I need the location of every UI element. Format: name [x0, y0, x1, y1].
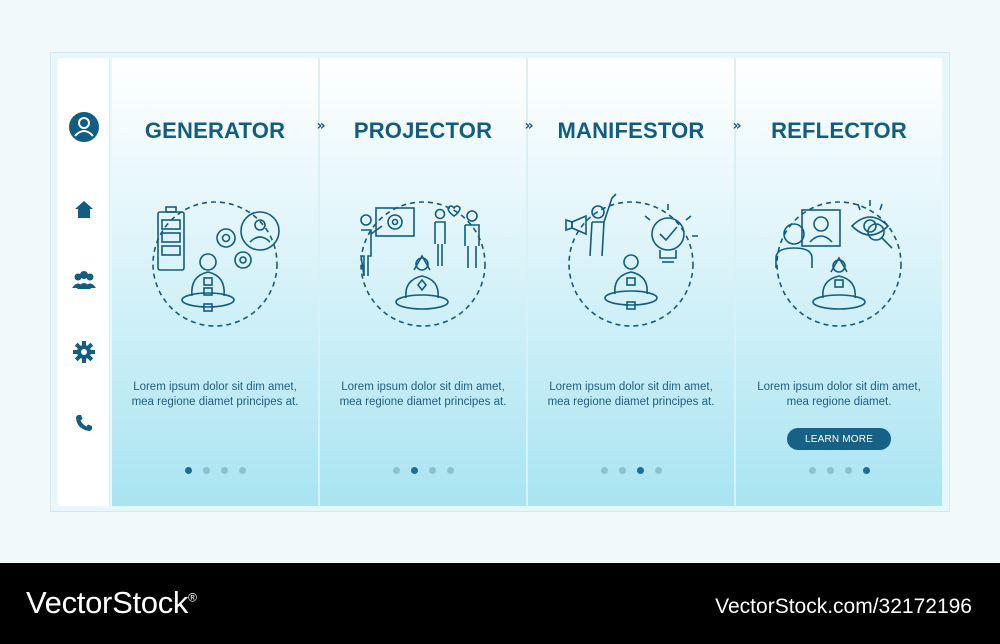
- chevron-right-icon[interactable]: »: [524, 118, 534, 134]
- phone-icon[interactable]: [67, 406, 101, 440]
- pagination-dot-1[interactable]: [808, 467, 816, 474]
- pagination-dots: [320, 467, 526, 474]
- pagination-dot-3[interactable]: [220, 467, 228, 474]
- pagination-dot-3[interactable]: [844, 467, 852, 474]
- page-title: MANIFESTOR: [557, 118, 705, 143]
- pagination-dot-2[interactable]: [410, 467, 418, 474]
- sidebar: [58, 58, 110, 506]
- reflector-illustration-icon: [775, 200, 902, 327]
- pagination-dot-2[interactable]: [618, 467, 626, 474]
- page-title: REFLECTOR: [771, 118, 907, 143]
- screen-divider: [734, 58, 736, 506]
- description-text: Lorem ipsum dolor sit dim amet, mea regi…: [547, 381, 715, 408]
- pagination-dots: [736, 467, 942, 474]
- screen-projector: PROJECTOR Lorem ipsum dolor sit dim amet…: [320, 58, 526, 506]
- manifestor-illustration-icon: [565, 193, 698, 327]
- pagination-dot-4[interactable]: [446, 467, 454, 474]
- screen-divider: [318, 58, 320, 506]
- pagination-dot-3[interactable]: [636, 467, 644, 474]
- screen-divider: [526, 58, 528, 506]
- pagination-dot-4[interactable]: [862, 467, 870, 474]
- pagination-dot-4[interactable]: [238, 467, 246, 474]
- description-text: Lorem ipsum dolor sit dim amet, mea regi…: [131, 381, 299, 408]
- group-icon[interactable]: [67, 263, 101, 297]
- screen-generator: GENERATOR Lorem ipsum dolor sit dim amet…: [112, 58, 318, 506]
- pagination-dot-2[interactable]: [826, 467, 834, 474]
- learn-more-button[interactable]: LEARN MORE: [787, 428, 891, 450]
- pagination-dots: [528, 467, 734, 474]
- projector-illustration-icon: [360, 201, 486, 327]
- chevron-right-icon[interactable]: »: [732, 118, 742, 134]
- registered-mark: ®: [188, 590, 197, 605]
- screen-reflector: REFLECTOR Lorem ipsum dolor sit dim amet…: [736, 58, 942, 506]
- pagination-dot-1[interactable]: [184, 467, 192, 474]
- home-icon[interactable]: [67, 192, 101, 226]
- description-text: Lorem ipsum dolor sit dim amet, mea regi…: [339, 381, 507, 408]
- pagination-dot-1[interactable]: [600, 467, 608, 474]
- pagination-dot-1[interactable]: [392, 467, 400, 474]
- description-text: Lorem ipsum dolor sit dim amet, mea regi…: [757, 381, 921, 408]
- page-title: GENERATOR: [144, 118, 286, 143]
- gear-icon[interactable]: [67, 335, 101, 369]
- user-icon[interactable]: [67, 110, 101, 144]
- chevron-right-icon[interactable]: »: [316, 118, 326, 134]
- watermark-id: VectorStock.com/32172196: [715, 595, 972, 618]
- pagination-dot-4[interactable]: [654, 467, 662, 474]
- pagination-dot-2[interactable]: [202, 467, 210, 474]
- watermark-banner: VectorStock® VectorStock.com/32172196: [0, 563, 1000, 644]
- pagination-dot-3[interactable]: [428, 467, 436, 474]
- watermark-brand: VectorStock®: [26, 585, 197, 621]
- watermark-brand-text: VectorStock: [26, 585, 189, 620]
- screen-manifestor: MANIFESTOR Lorem ipsum dolor sit dim ame…: [528, 58, 734, 506]
- page-title: PROJECTOR: [353, 118, 493, 143]
- generator-illustration-icon: [152, 201, 280, 327]
- pagination-dots: [112, 467, 318, 474]
